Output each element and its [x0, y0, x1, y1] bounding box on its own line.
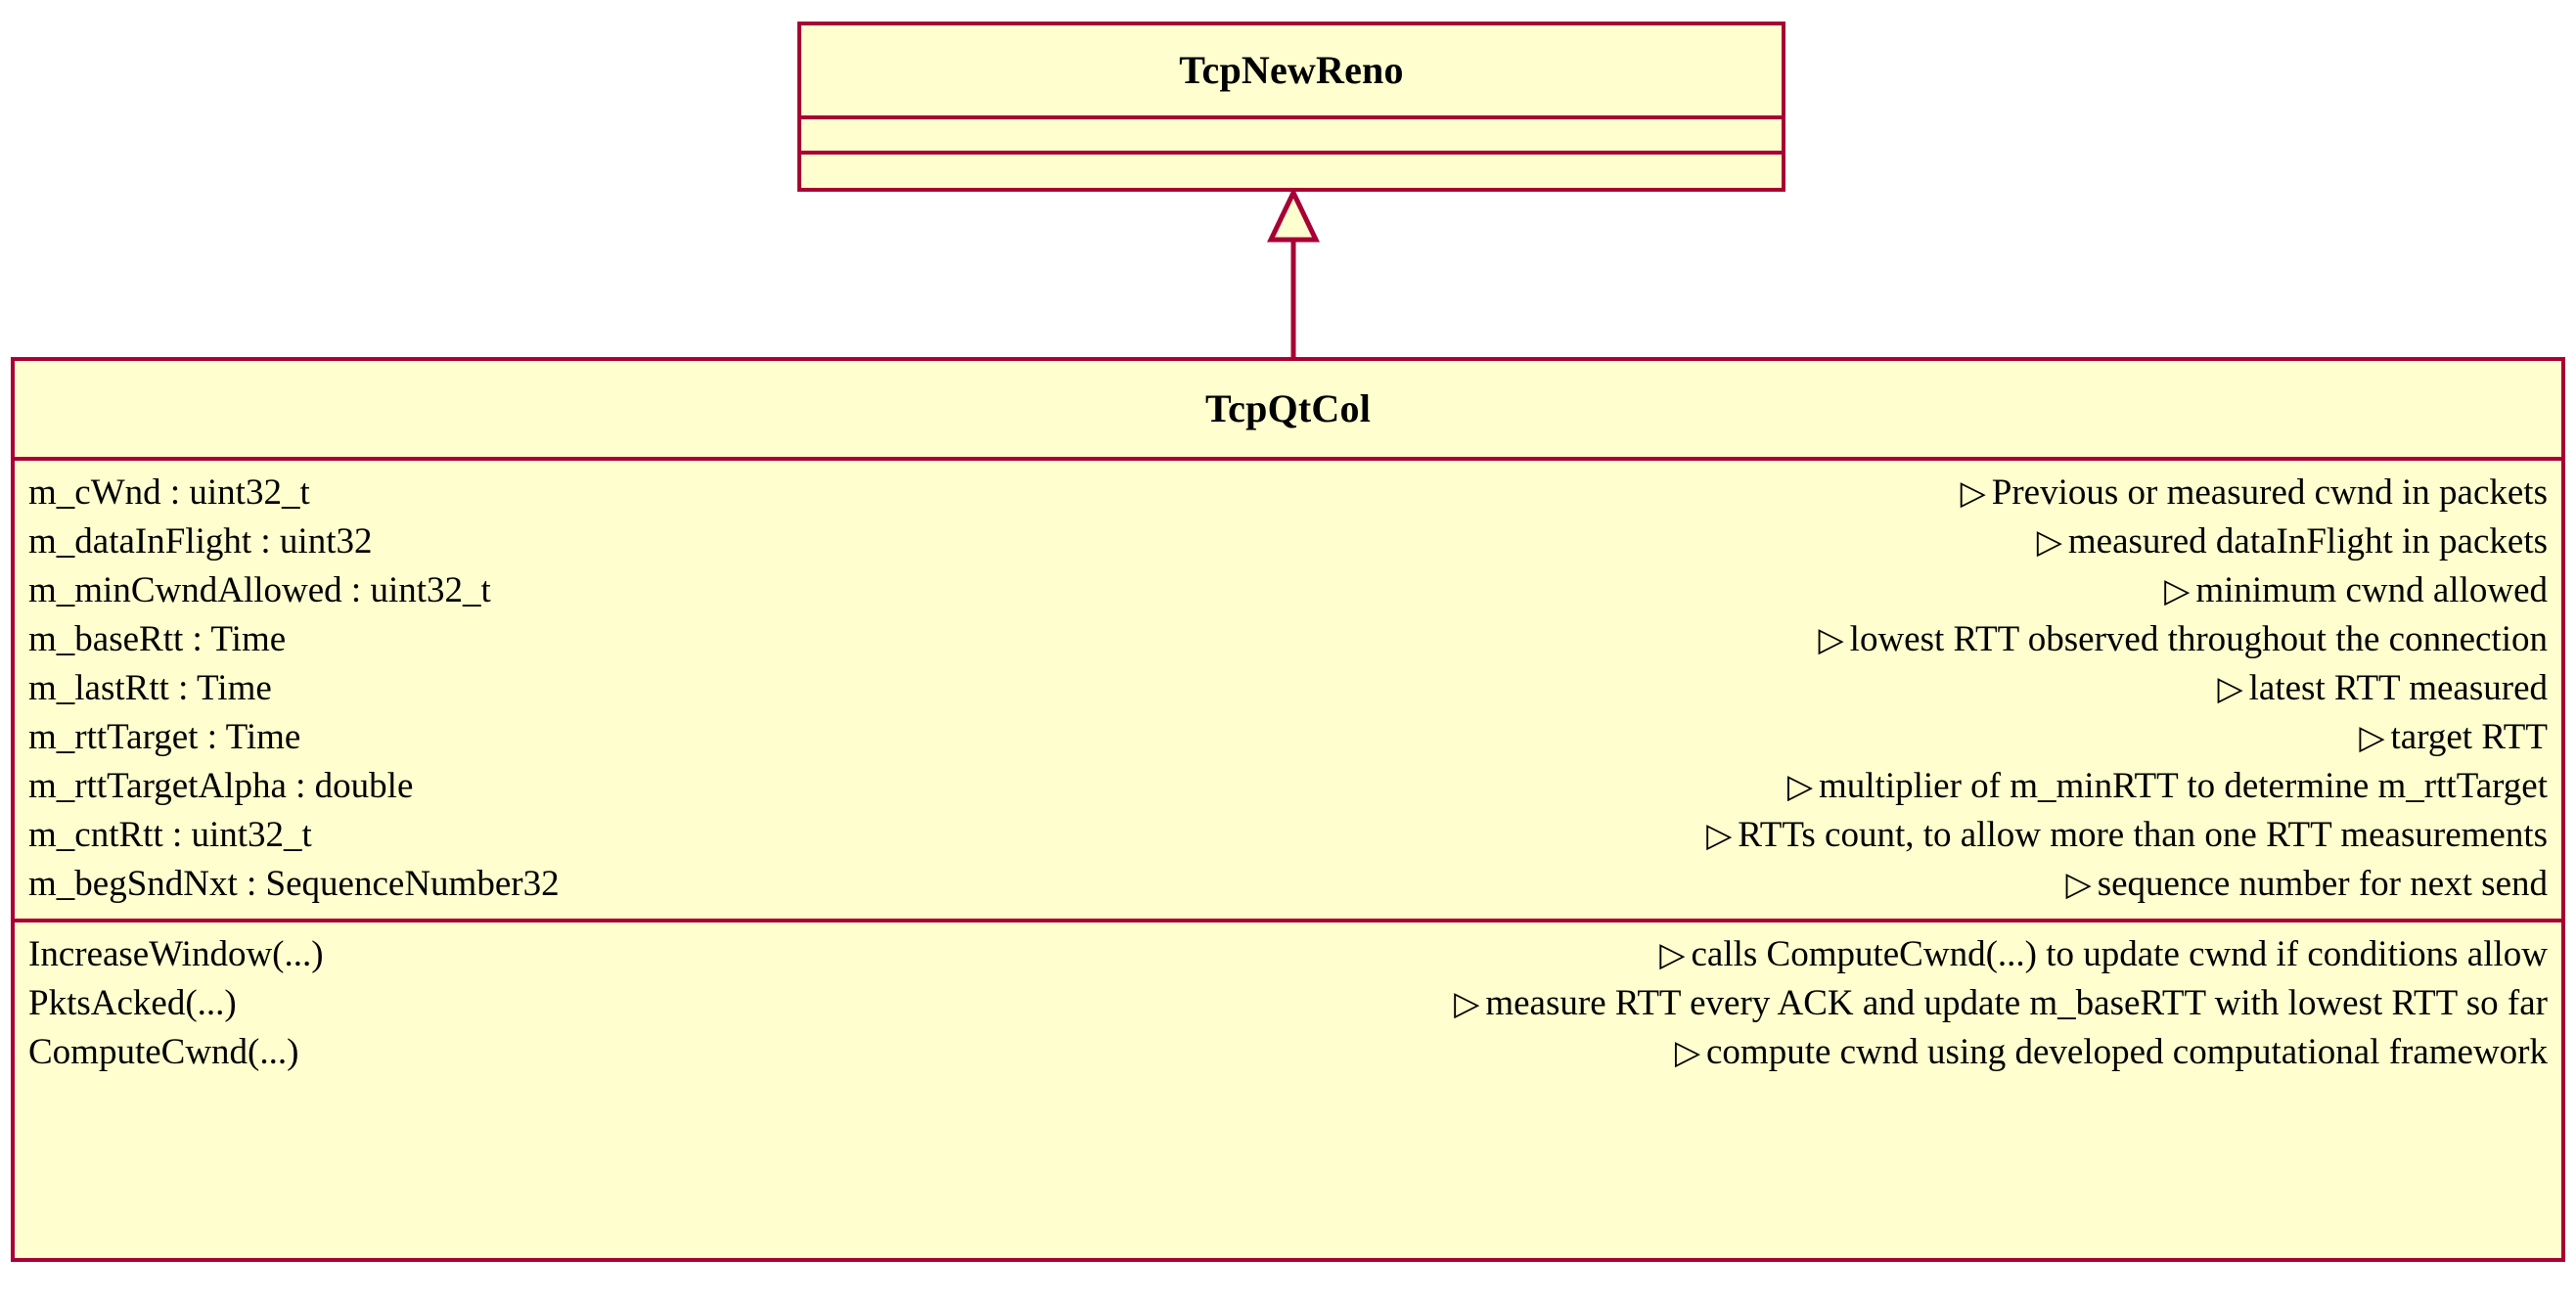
attribute-signature: m_minCwndAllowed : uint32_t: [28, 570, 491, 610]
operation-note-text: calls ComputeCwnd(...) to update cwnd if…: [1691, 934, 2548, 974]
attribute-row: m_minCwndAllowed : uint32_t ▷minimum cwn…: [28, 566, 2548, 615]
class-box-tcpnewreno[interactable]: TcpNewReno: [797, 22, 1785, 192]
attribute-row: m_rttTargetAlpha : double ▷multiplier of…: [28, 762, 2548, 811]
generalization-connector: [1244, 191, 1342, 363]
attributes-compartment-tcpqtcol: m_cWnd : uint32_t ▷Previous or measured …: [15, 457, 2561, 919]
attribute-signature: m_cWnd : uint32_t: [28, 472, 310, 513]
class-name-tcpnewreno: TcpNewReno: [1179, 48, 1404, 92]
operation-signature: PktsAcked(...): [28, 983, 237, 1023]
note-triangle-icon: ▷: [1674, 1035, 1700, 1071]
attribute-row: m_baseRtt : Time ▷lowest RTT observed th…: [28, 615, 2548, 664]
operation-row: PktsAcked(...) ▷measure RTT every ACK an…: [28, 979, 2548, 1028]
attribute-note: ▷RTTs count, to allow more than one RTT …: [1706, 811, 2548, 861]
attribute-note: ▷minimum cwnd allowed: [2164, 566, 2548, 616]
operations-compartment-tcpnewreno: [801, 151, 1782, 188]
note-triangle-icon: ▷: [2359, 720, 2385, 756]
operation-note-text: measure RTT every ACK and update m_baseR…: [1485, 983, 2548, 1023]
attributes-compartment-tcpnewreno: [801, 115, 1782, 151]
generalization-arrow-icon: [1267, 191, 1320, 363]
attribute-signature: m_cntRtt : uint32_t: [28, 815, 312, 855]
operations-compartment-tcpqtcol: IncreaseWindow(...) ▷calls ComputeCwnd(.…: [15, 919, 2561, 1087]
attribute-note: ▷Previous or measured cwnd in packets: [1961, 469, 2548, 518]
attribute-note: ▷sequence number for next send: [2066, 860, 2548, 910]
note-triangle-icon: ▷: [2217, 671, 2243, 707]
attribute-row: m_cntRtt : uint32_t ▷RTTs count, to allo…: [28, 811, 2548, 860]
attribute-signature: m_baseRtt : Time: [28, 619, 287, 659]
attribute-row: m_cWnd : uint32_t ▷Previous or measured …: [28, 469, 2548, 517]
attribute-row: m_dataInFlight : uint32 ▷measured dataIn…: [28, 517, 2548, 566]
operation-row: ComputeCwnd(...) ▷compute cwnd using dev…: [28, 1028, 2548, 1077]
attribute-note-text: multiplier of m_minRTT to determine m_rt…: [1819, 766, 2548, 806]
note-triangle-icon: ▷: [1454, 986, 1480, 1022]
attribute-note-text: measured dataInFlight in packets: [2067, 521, 2548, 562]
attribute-row: m_rttTarget : Time ▷target RTT: [28, 713, 2548, 762]
attribute-signature: m_rttTarget : Time: [28, 717, 301, 757]
attribute-note: ▷measured dataInFlight in packets: [2037, 517, 2548, 567]
attribute-note-text: sequence number for next send: [2097, 864, 2548, 904]
attribute-signature: m_rttTargetAlpha : double: [28, 766, 414, 806]
operation-note-text: compute cwnd using developed computation…: [1706, 1032, 2548, 1072]
operation-note: ▷measure RTT every ACK and update m_base…: [1454, 979, 2548, 1029]
attribute-note: ▷lowest RTT observed throughout the conn…: [1819, 615, 2549, 665]
attribute-signature: m_lastRtt : Time: [28, 668, 272, 708]
operation-row: IncreaseWindow(...) ▷calls ComputeCwnd(.…: [28, 930, 2548, 979]
attribute-signature: m_begSndNxt : SequenceNumber32: [28, 864, 560, 904]
operation-note: ▷calls ComputeCwnd(...) to update cwnd i…: [1659, 930, 2548, 980]
note-triangle-icon: ▷: [1786, 769, 1813, 805]
attribute-note-text: lowest RTT observed throughout the conne…: [1849, 619, 2548, 659]
class-name-tcpqtcol: TcpQtCol: [1204, 386, 1372, 430]
note-triangle-icon: ▷: [1659, 937, 1686, 973]
note-triangle-icon: ▷: [2036, 524, 2062, 561]
note-triangle-icon: ▷: [1960, 475, 1986, 512]
attribute-note-text: minimum cwnd allowed: [2195, 570, 2548, 610]
operation-signature: ComputeCwnd(...): [28, 1032, 299, 1072]
note-triangle-icon: ▷: [2164, 573, 2191, 609]
attribute-note: ▷latest RTT measured: [2217, 664, 2548, 714]
note-triangle-icon: ▷: [1706, 818, 1733, 854]
note-triangle-icon: ▷: [1818, 622, 1844, 658]
attribute-note-text: latest RTT measured: [2248, 668, 2548, 708]
attribute-note-text: RTTs count, to allow more than one RTT m…: [1738, 815, 2548, 855]
note-triangle-icon: ▷: [2065, 867, 2092, 903]
operation-note: ▷compute cwnd using developed computatio…: [1675, 1028, 2548, 1078]
attribute-note-text: Previous or measured cwnd in packets: [1991, 472, 2548, 513]
attribute-note: ▷multiplier of m_minRTT to determine m_r…: [1787, 762, 2548, 812]
attribute-row: m_lastRtt : Time ▷latest RTT measured: [28, 664, 2548, 713]
operation-signature: IncreaseWindow(...): [28, 934, 324, 974]
attribute-signature: m_dataInFlight : uint32: [28, 521, 373, 562]
class-box-tcpqtcol[interactable]: TcpQtCol m_cWnd : uint32_t ▷Previous or …: [11, 357, 2565, 1262]
attribute-row: m_begSndNxt : SequenceNumber32 ▷sequence…: [28, 860, 2548, 909]
attribute-note: ▷target RTT: [2359, 713, 2548, 763]
attribute-note-text: target RTT: [2390, 717, 2548, 757]
